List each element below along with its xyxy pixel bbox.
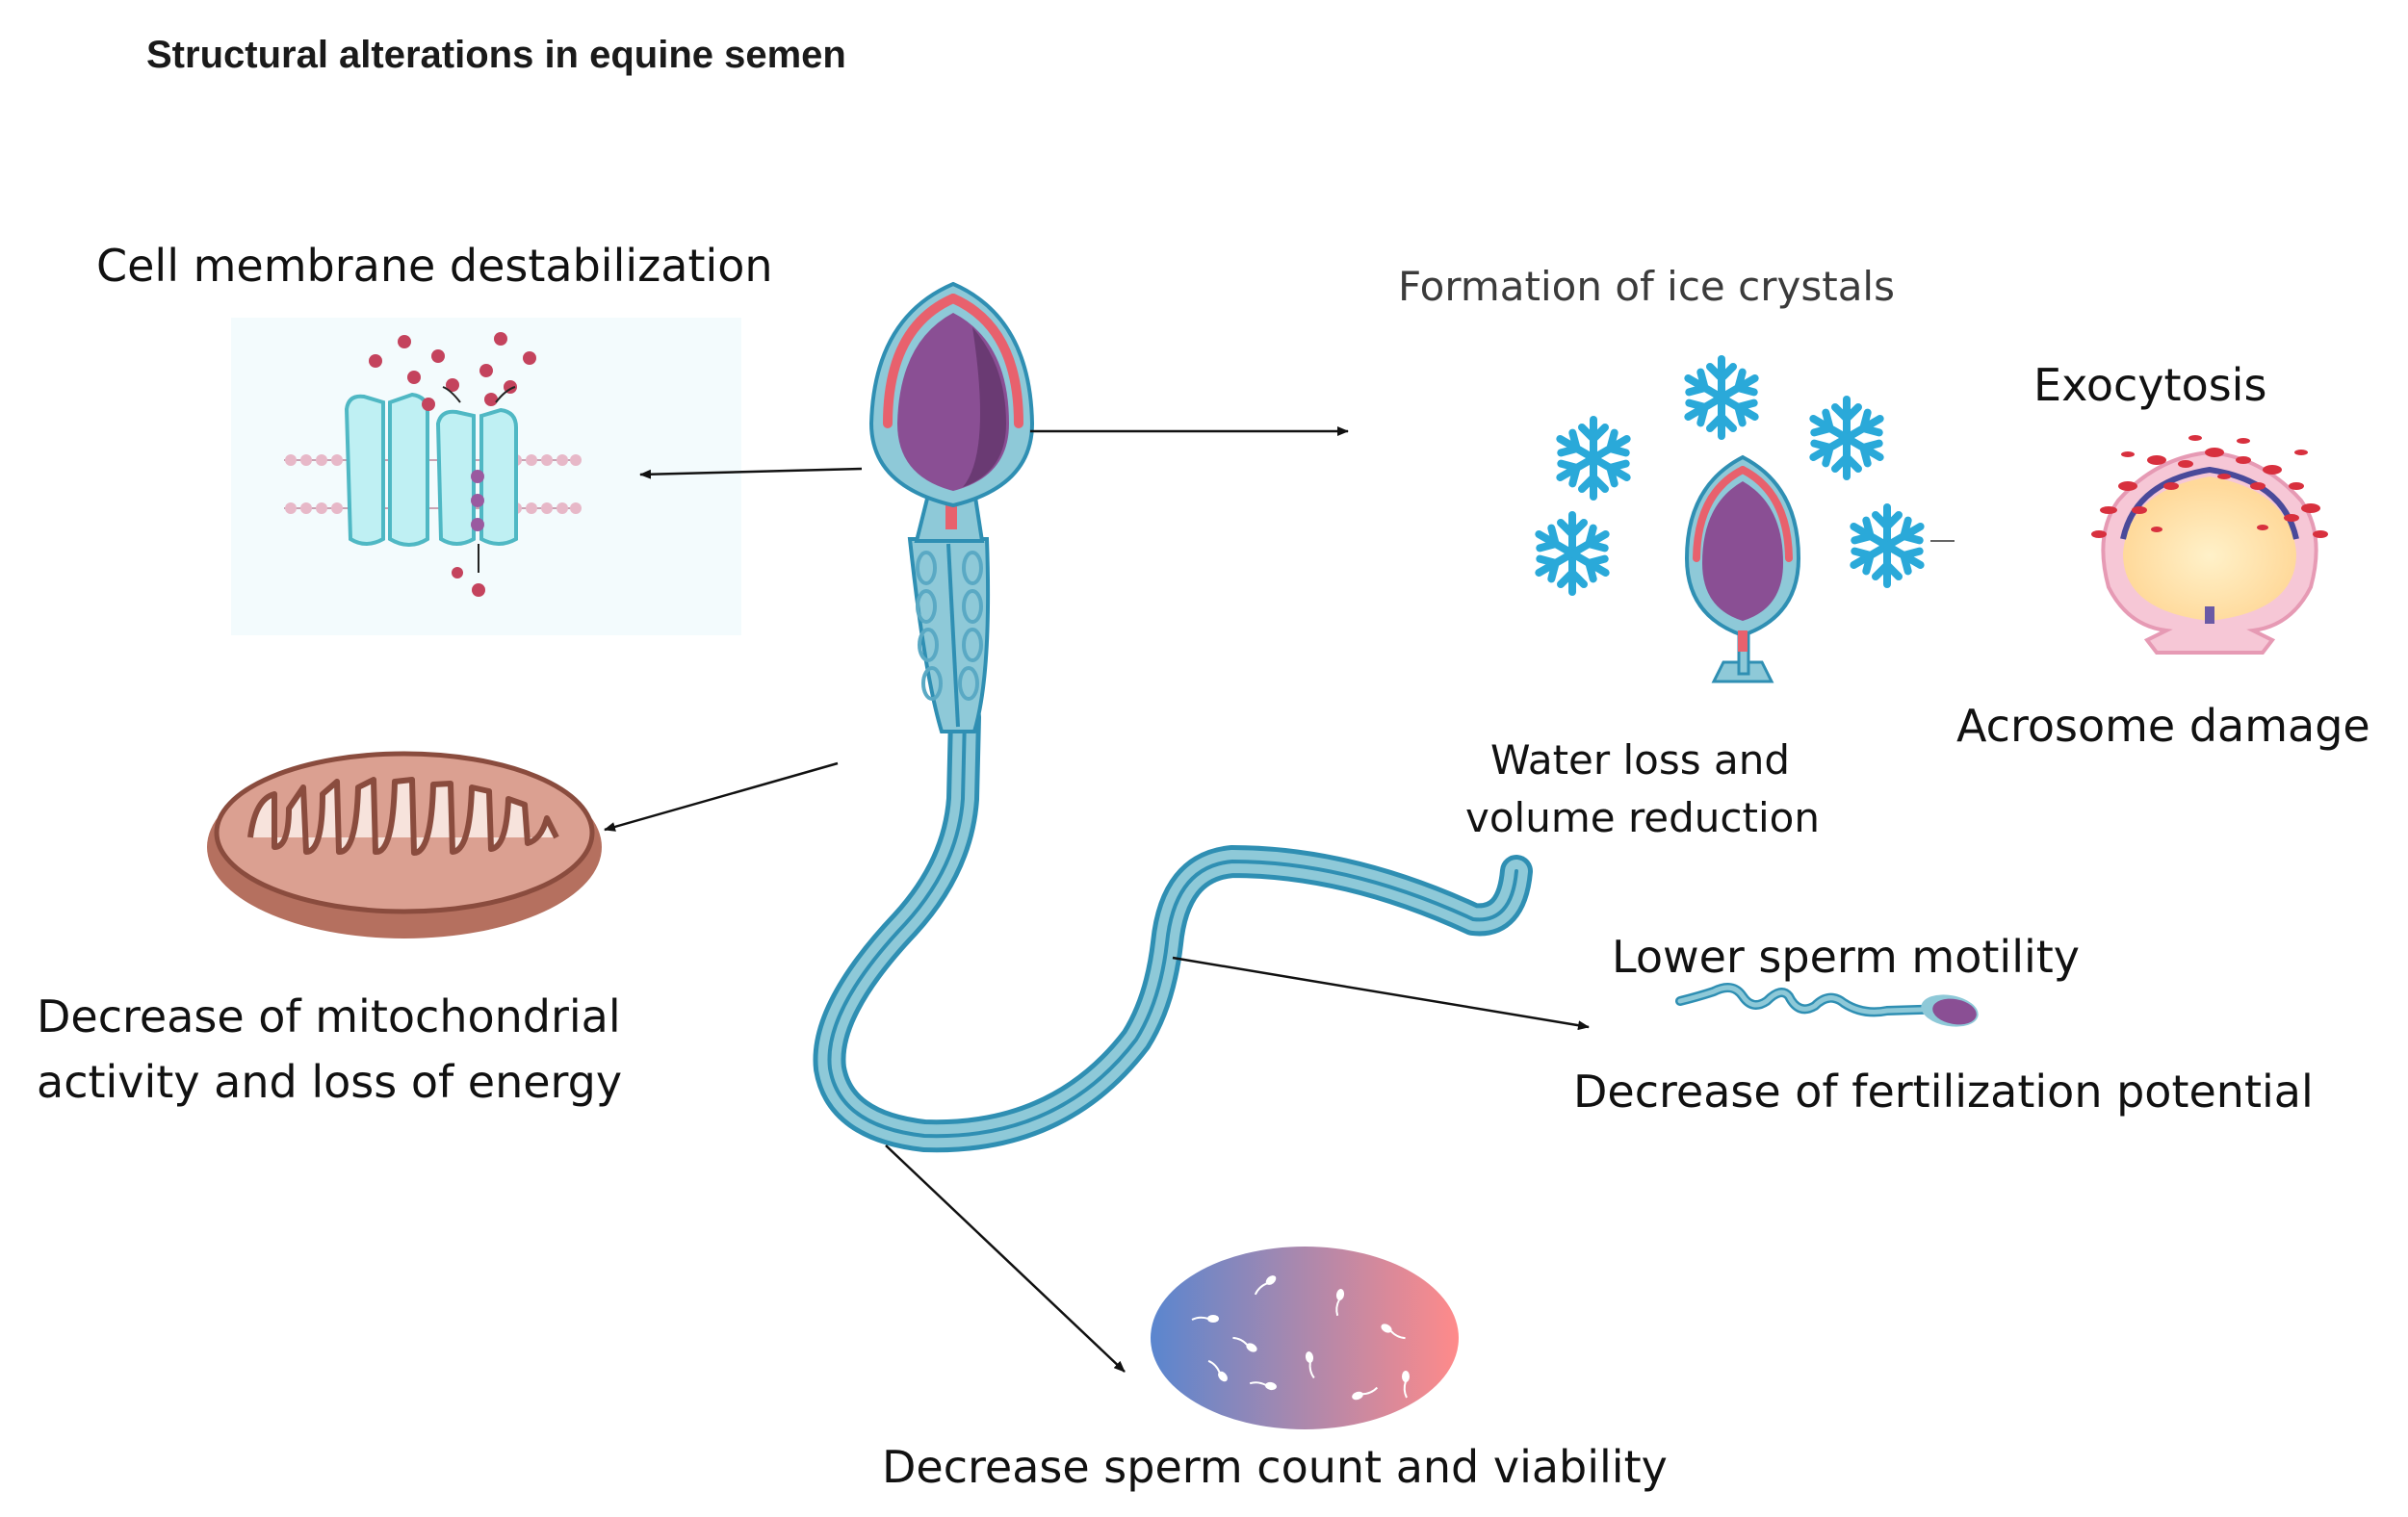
- label-fertilization: Decrease of fertilization potential: [1573, 1066, 2314, 1118]
- membrane-channel-icon: [231, 318, 741, 635]
- arrow-to-count: [885, 1144, 1126, 1373]
- label-ice-crystals: Formation of ice crystals: [1398, 263, 1895, 310]
- label-motility: Lower sperm motility: [1612, 931, 2081, 983]
- arrow-to-mitochondria: [604, 761, 839, 832]
- label-sperm-count: Decrease sperm count and viability: [882, 1441, 1668, 1493]
- label-membrane: Cell membrane destabilization: [96, 240, 773, 292]
- label-mitochondria-2: activity and loss of energy: [37, 1056, 623, 1108]
- swimming-sperm-icon: [1675, 983, 1979, 1027]
- label-acrosome-damage: Acrosome damage: [1956, 700, 2370, 752]
- diagram-title: Structural alterations in equine semen: [146, 34, 846, 76]
- label-water-loss-1: Water loss and: [1490, 736, 1791, 784]
- arrow-to-membrane: [639, 467, 863, 479]
- small-sperm-head: [1684, 454, 1801, 683]
- mitochondrion-icon: [207, 751, 602, 938]
- main-sperm: [813, 281, 1533, 1153]
- label-mitochondria-1: Decrease of mitochondrial: [37, 990, 621, 1042]
- arrow-to-motility: [1172, 956, 1590, 1031]
- sperm-population-icon: [1151, 1247, 1459, 1429]
- arrows: [604, 426, 1590, 1373]
- acrosome-exocytosis-icon: [2091, 435, 2328, 655]
- label-water-loss-2: volume reduction: [1465, 794, 1820, 841]
- label-exocytosis: Exocytosis: [2033, 359, 2267, 411]
